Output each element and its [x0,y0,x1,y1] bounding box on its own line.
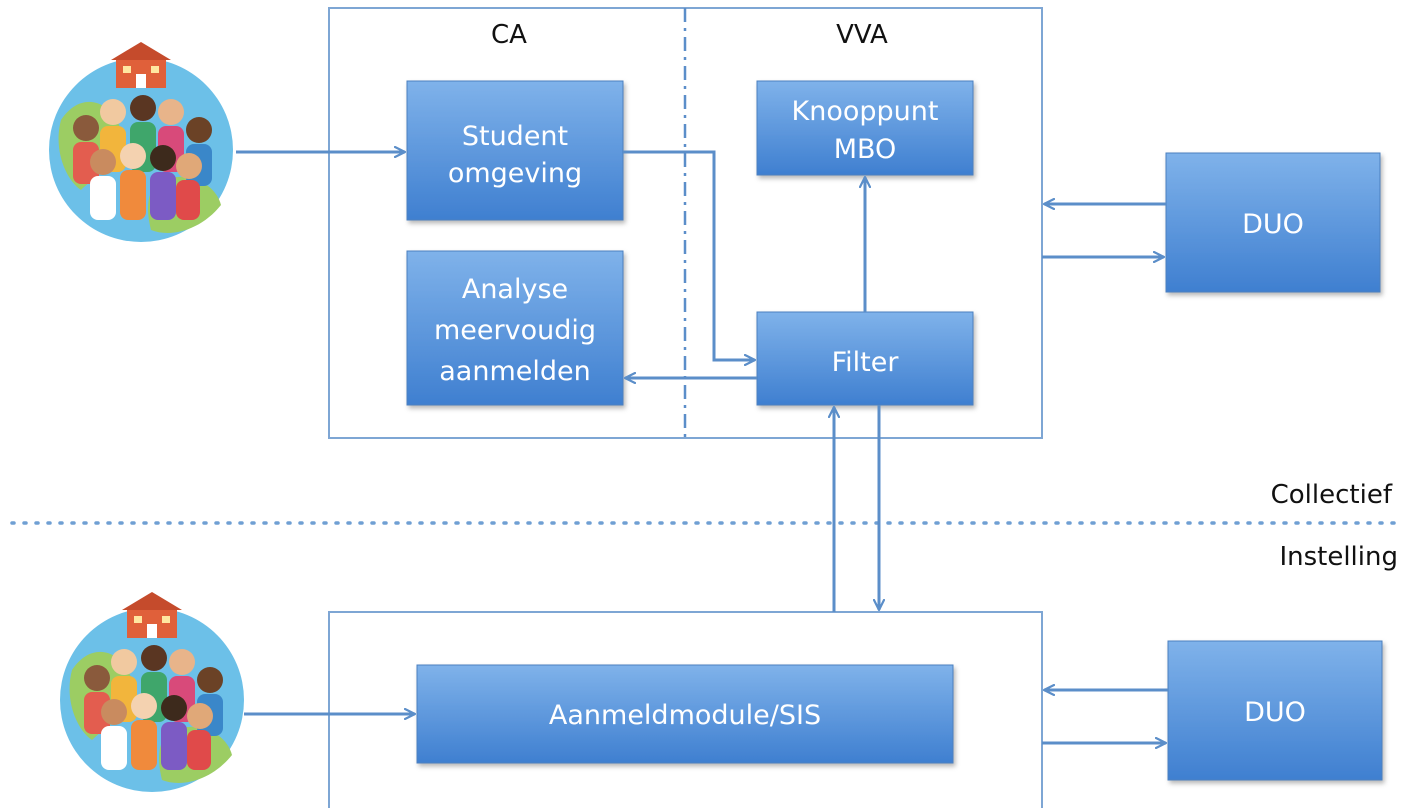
svg-text:DUO: DUO [1242,209,1304,240]
svg-text:MBO: MBO [834,134,897,165]
analyse-meervoudig-aanmelden-box: Analyse meervoudig aanmelden [406,250,624,406]
svg-text:aanmelden: aanmelden [439,356,590,387]
student-omgeving-box: Student omgeving [406,80,624,221]
bottom-panel [328,611,1043,808]
collectief-label: Collectief [1271,480,1393,510]
svg-text:omgeving: omgeving [448,158,582,189]
instelling-label: Instelling [1279,542,1398,572]
aanmeldmodule-sis-box: Aanmeldmodule/SIS [416,664,954,764]
vva-label: VVA [836,20,888,50]
students-globe-icon [60,592,244,792]
duo-top-box: DUO [1165,152,1381,293]
ca-label: CA [491,20,527,50]
arrow-student-omgeving-to-filter [623,150,755,360]
svg-text:Knooppunt: Knooppunt [792,96,939,127]
svg-text:Analyse: Analyse [462,274,568,305]
svg-text:Aanmeldmodule/SIS: Aanmeldmodule/SIS [549,700,821,731]
knooppunt-mbo-box: Knooppunt MBO [756,80,974,176]
svg-text:Filter: Filter [832,347,900,378]
svg-text:Student: Student [462,121,568,152]
svg-text:meervoudig: meervoudig [434,315,596,346]
students-globe-icon [49,42,233,242]
filter-box: Filter [756,311,974,406]
svg-text:DUO: DUO [1244,697,1306,728]
duo-bottom-box: DUO [1167,640,1383,781]
